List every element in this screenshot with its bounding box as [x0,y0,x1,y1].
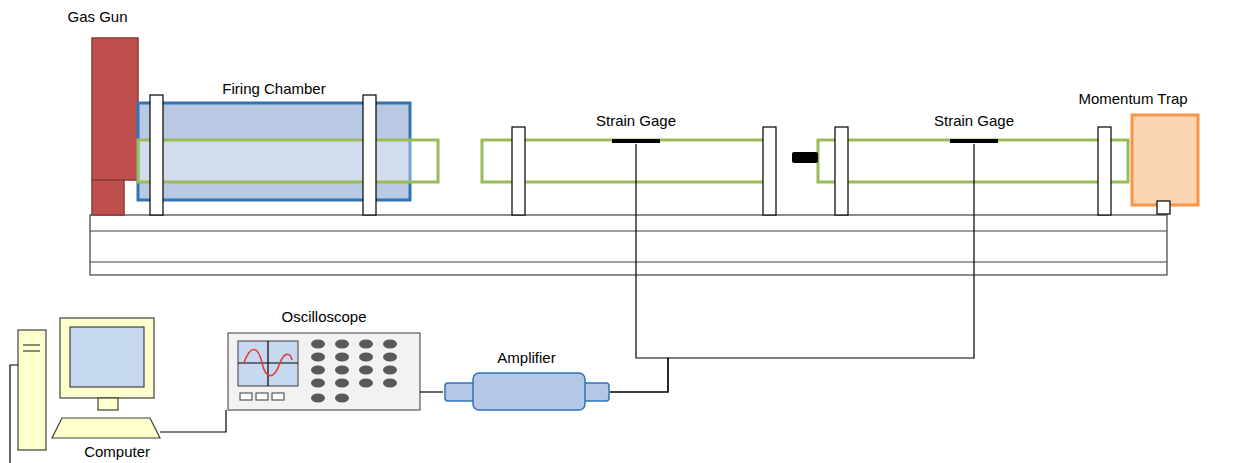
gas-gun-node: Gas Gun [55,8,140,215]
specimen [792,152,818,163]
part-label: Computer [82,443,152,461]
signal-wire [610,144,974,392]
scope-button [311,366,325,375]
scope-button [335,379,349,388]
part-label: Gas Gun [65,8,129,26]
gas-gun [92,38,138,215]
scope-button [383,379,397,388]
strain-gage-node: Strain Gage [918,112,1030,144]
scope-button [335,353,349,362]
scope-button [383,340,397,349]
amplifier-node: Amplifier [443,349,610,410]
part-label: Firing Chamber [220,80,327,98]
scope-button [359,340,373,349]
strain-gage-mark [612,139,998,143]
striker-bar [138,140,438,182]
signal-wire [160,410,226,432]
chamber-node: Firing Chamber [138,80,410,200]
computer-drawing [10,318,160,463]
scope-button [311,353,325,362]
signal-wire [610,144,668,392]
momentum-trap [1132,115,1198,205]
part-label: Oscilloscope [279,308,368,326]
scope-button [311,379,325,388]
signal-wire [420,391,443,392]
scope-button [335,394,349,403]
momentum-trap-node: Momentum Trap [1066,90,1200,205]
strain-gage-node: Strain Gage [580,112,692,144]
amplifier-drawing [445,373,609,410]
scope-button [311,340,325,349]
scope-button [383,366,397,375]
part-label: Momentum Trap [1076,90,1189,108]
oscilloscope-node: Oscilloscope [228,308,420,410]
scope-button [335,340,349,349]
scope-button [359,379,373,388]
scope-button [359,353,373,362]
scope-button [311,394,325,403]
scope-button [335,366,349,375]
scope-button [359,366,373,375]
bar-supports [150,95,1111,215]
base-rail [90,215,1167,275]
transmitted-bar [818,140,1128,182]
computer-node: Computer [0,318,160,463]
oscilloscope-drawing [228,333,420,410]
part-label: Strain Gage [932,112,1016,130]
scope-button [383,353,397,362]
part-label: Strain Gage [594,112,678,130]
part-label: Amplifier [495,349,557,367]
trap-foot [1157,201,1170,214]
